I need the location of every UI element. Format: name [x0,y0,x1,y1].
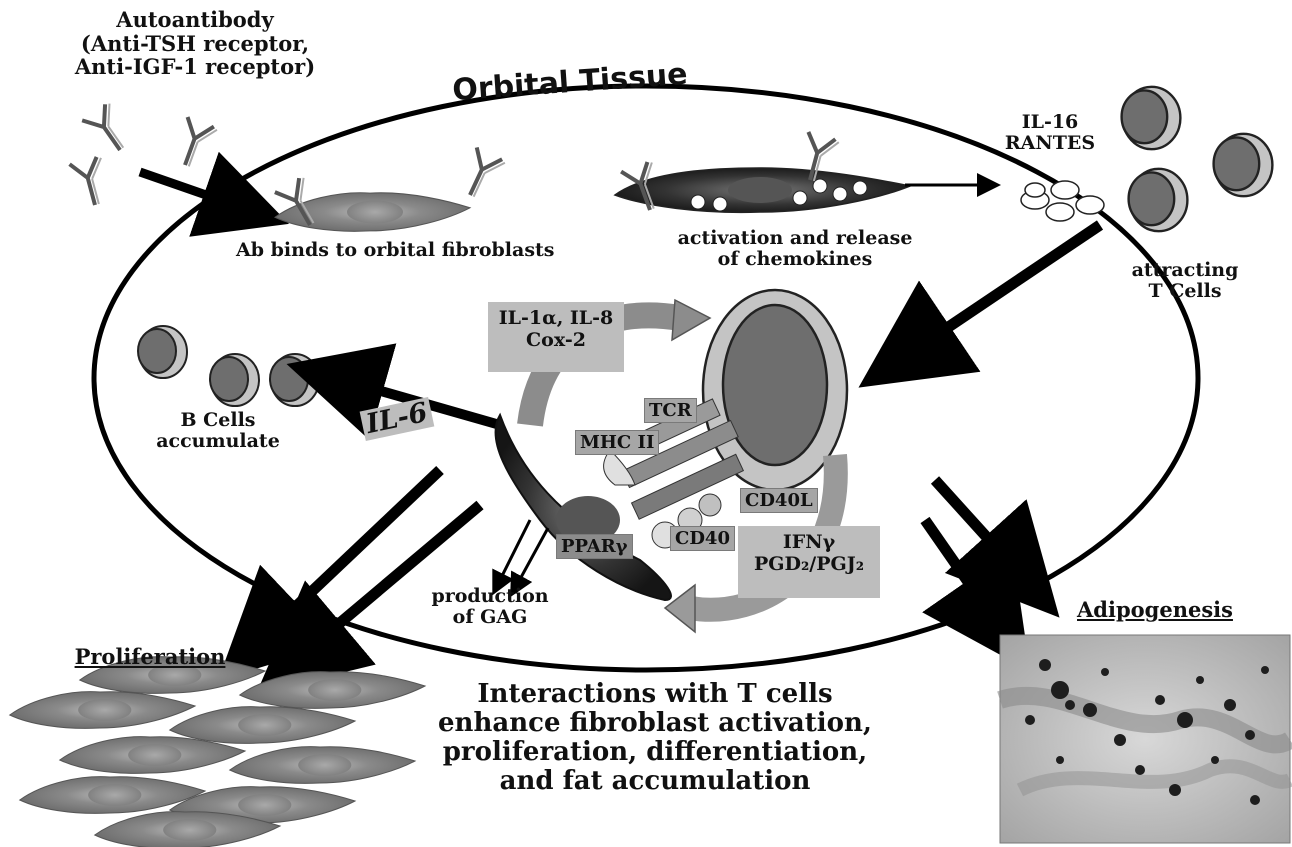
proliferating-fibroblasts [10,657,425,847]
adipogenesis-micrograph [1000,635,1290,843]
ifn-box-line1: IFNγ [738,532,880,554]
b-cells-label: B Cells accumulate [148,410,288,453]
summary-line4: and fat accumulation [425,767,885,796]
ab-binds-label: Ab binds to orbital fibroblasts [236,240,536,261]
b-cell [270,354,319,406]
b-cells-line1: B Cells [148,410,288,431]
autoantibody-line3: Anti-IGF-1 receptor) [70,55,320,79]
antibody-icon [70,156,113,209]
proliferation-title: Proliferation [60,645,240,669]
activated-fibroblast [615,168,910,212]
b-cell [210,354,259,406]
autoantibody-line1: Autoantibody [70,8,320,32]
gag-label: production of GAG [420,586,560,629]
activation-line2: of chemokines [665,249,925,270]
antibody-icon [172,117,218,171]
t-cell [1122,87,1181,149]
autoantibody-label: Autoantibody (Anti-TSH receptor, Anti-IG… [70,8,320,79]
summary-line1: Interactions with T cells [425,680,885,709]
il1-box-line1: IL-1α, IL-8 [488,308,624,330]
ifn-box-line2: PGD₂/PGJ₂ [738,554,880,576]
attracting-line1: attracting [1115,260,1255,281]
chemokine-label: IL-16 RANTES [995,112,1105,155]
t-cell [1129,169,1188,231]
summary-text: Interactions with T cells enhance fibrob… [425,680,885,796]
activation-line1: activation and release [665,228,925,249]
cd40l-label: CD40L [740,488,818,513]
ifn-box: IFNγ PGD₂/PGJ₂ [738,526,880,598]
tcr-label: TCR [644,398,697,423]
b-cells-line2: accumulate [148,431,288,452]
summary-line2: enhance fibroblast activation, [425,709,885,738]
ppar-label: PPARγ [556,534,633,559]
gag-arrow [495,520,530,590]
t-cell-recruitment-arrow [895,225,1100,363]
gag-line1: production [420,586,560,607]
chemokine-particles [1021,181,1104,221]
activation-label: activation and release of chemokines [665,228,925,271]
b-cell [138,326,187,378]
antibody-icon [82,102,135,158]
il1-box: IL-1α, IL-8 Cox-2 [488,302,624,372]
summary-line3: proliferation, differentiation, [425,738,885,767]
chemokine-rantes: RANTES [995,133,1105,154]
t-cell [1214,134,1273,196]
gag-arrow [513,528,548,592]
adipogenesis-arrow [935,480,1030,585]
cd40-label: CD40 [670,526,735,551]
chemokine-il16: IL-16 [995,112,1105,133]
attracting-label: attracting T Cells [1115,260,1255,303]
antibody-icon [457,147,505,202]
autoantibody-line2: (Anti-TSH receptor, [70,32,320,56]
attracting-line2: T Cells [1115,281,1255,302]
mhc-label: MHC II [575,430,659,455]
il1-box-line2: Cox-2 [488,330,624,352]
gag-line2: of GAG [420,607,560,628]
adipogenesis-title: Adipogenesis [1055,598,1255,622]
